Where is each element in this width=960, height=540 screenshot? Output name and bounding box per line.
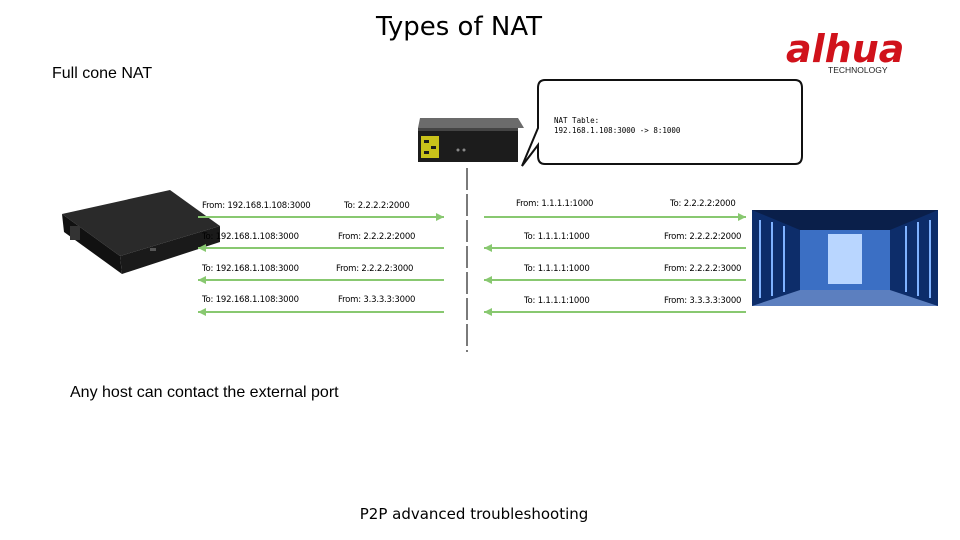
flow-arrowhead bbox=[198, 308, 206, 316]
flow-label: To: 192.168.1.108:3000 bbox=[202, 232, 299, 242]
footer-text: P2P advanced troubleshooting bbox=[359, 505, 589, 523]
flow-arrowhead bbox=[198, 244, 206, 252]
flow-arrowhead bbox=[484, 276, 492, 284]
logo-wordmark: alhua bbox=[786, 27, 904, 71]
flow-arrowhead bbox=[436, 213, 444, 221]
flow-label: From: 2.2.2.2:3000 bbox=[664, 264, 742, 274]
caption-text: Any host can contact the external port bbox=[70, 384, 339, 401]
flow-label: From: 192.168.1.108:3000 bbox=[202, 201, 311, 211]
flow-label: To: 2.2.2.2:2000 bbox=[670, 199, 736, 209]
flow-label: To: 1.1.1.1:1000 bbox=[524, 296, 590, 306]
nat-table-text: NAT Table: 192.168.1.108:3000 -> 8:1000 bbox=[554, 116, 680, 136]
nvr-device-icon bbox=[62, 190, 220, 274]
flow-arrowhead bbox=[198, 276, 206, 284]
flow-label: From: 2.2.2.2:3000 bbox=[336, 264, 414, 274]
flow-label: From: 2.2.2.2:2000 bbox=[338, 232, 416, 242]
slide-subtitle: Full cone NAT bbox=[52, 65, 153, 82]
flow-label: From: 1.1.1.1:1000 bbox=[516, 199, 594, 209]
flow-label: To: 192.168.1.108:3000 bbox=[202, 295, 299, 305]
flow-label: To: 2.2.2.2:2000 bbox=[344, 201, 410, 211]
flow-arrowhead bbox=[484, 308, 492, 316]
datacenter-image bbox=[752, 210, 938, 306]
flow-label: To: 192.168.1.108:3000 bbox=[202, 264, 299, 274]
logo-tagline: TECHNOLOGY bbox=[828, 65, 888, 75]
slide-title: Types of NAT bbox=[376, 12, 542, 42]
flow-label: To: 1.1.1.1:1000 bbox=[524, 232, 590, 242]
dahua-logo: alhua TECHNOLOGY bbox=[786, 27, 904, 75]
nat-table-bubble bbox=[521, 79, 803, 167]
nat-table-entry: 192.168.1.108:3000 -> 8:1000 bbox=[554, 126, 681, 135]
flow-label: From: 3.3.3.3:3000 bbox=[664, 296, 742, 306]
flow-label: To: 1.1.1.1:1000 bbox=[524, 264, 590, 274]
flow-label: From: 3.3.3.3:3000 bbox=[338, 295, 416, 305]
nat-table-heading: NAT Table: bbox=[554, 116, 600, 125]
flow-arrowhead bbox=[738, 213, 746, 221]
nat-router-icon bbox=[418, 118, 524, 162]
flow-label: From: 2.2.2.2:2000 bbox=[664, 232, 742, 242]
flow-arrowhead bbox=[484, 244, 492, 252]
